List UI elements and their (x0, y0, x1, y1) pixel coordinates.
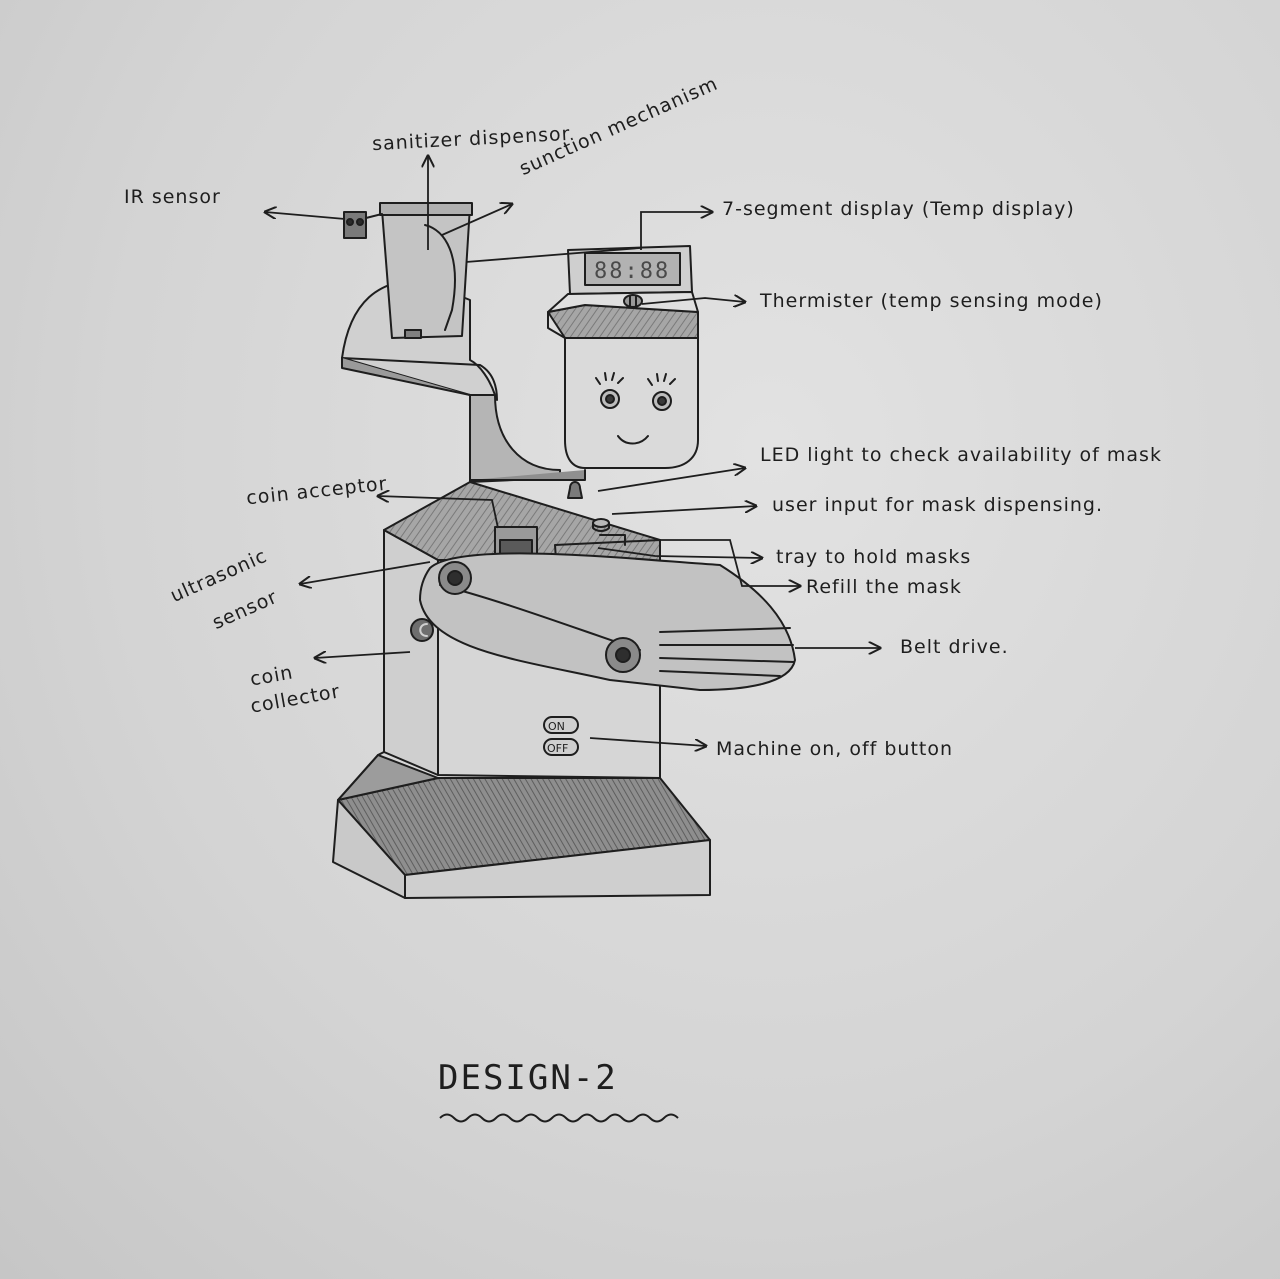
label-mask-tray: tray to hold masks (776, 546, 971, 568)
ir-sensor-device (344, 212, 382, 238)
label-user-input: user input for mask dispensing. (772, 494, 1103, 516)
seven-segment-display: 88:88 (548, 246, 698, 312)
machine-head (548, 305, 698, 468)
display-digits: 88:88 (594, 259, 670, 284)
led-light (568, 482, 582, 498)
coin-collector-slot (411, 619, 433, 641)
off-label: OFF (547, 742, 568, 755)
title-underline (440, 1115, 678, 1122)
label-ir-sensor: IR sensor (124, 186, 221, 208)
label-thermistor: Thermister (temp sensing mode) (760, 290, 1103, 312)
design-title: DESIGN-2 (438, 1058, 618, 1098)
thermistor-sensor (624, 295, 642, 307)
on-label: ON (548, 720, 565, 733)
label-seven-segment-display: 7-segment display (Temp display) (722, 198, 1075, 220)
label-belt-drive: Belt drive. (900, 636, 1009, 658)
label-refill-mask: Refill the mask (806, 576, 962, 598)
label-on-off-button: Machine on, off button (716, 738, 953, 760)
label-led-light: LED light to check availability of mask (760, 444, 1162, 466)
sanitizer-bottle (380, 203, 472, 338)
